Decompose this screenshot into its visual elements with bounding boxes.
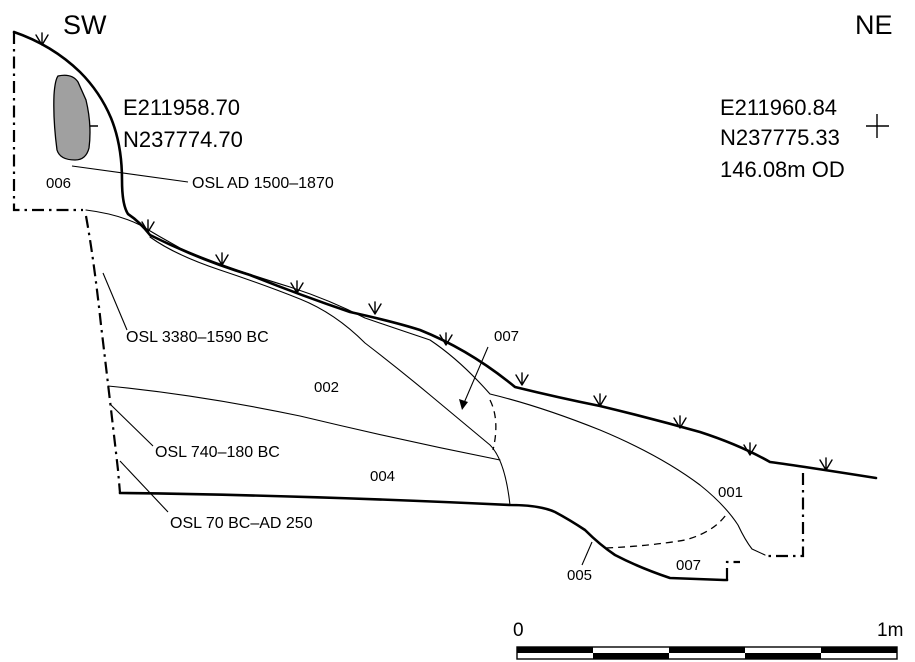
- left-northing: N237774.70: [123, 127, 243, 152]
- cut-base: [118, 491, 729, 582]
- context-007-upper-label: 007: [494, 328, 519, 345]
- turf-icon: [215, 252, 229, 266]
- turf-icon: [743, 442, 757, 456]
- context-007-arrow-icon: [459, 346, 489, 410]
- context-005-label: 005: [567, 567, 592, 584]
- layer-007-cut-left: [489, 399, 497, 451]
- turf-icon: [593, 393, 607, 407]
- context-006-label: 006: [46, 175, 71, 192]
- section-limit-upper: [12, 32, 83, 212]
- context-001-label: 001: [718, 484, 743, 501]
- osl-4-leader: [119, 460, 169, 513]
- context-007-lower-label: 007: [676, 557, 701, 574]
- section-limit-right: [767, 473, 805, 558]
- turf-icon: [515, 372, 529, 386]
- osl-sample-1-label: OSL AD 1500–1870: [192, 175, 334, 192]
- turf-icon: [290, 280, 304, 294]
- osl-sample-2-label: OSL 3380–1590 BC: [126, 329, 269, 346]
- right-level: 146.08m OD: [720, 157, 845, 182]
- osl-sample-3-label: OSL 740–180 BC: [155, 444, 280, 461]
- layer-002-base: [107, 385, 501, 461]
- section-limit-step: [725, 560, 740, 580]
- osl-3-leader: [110, 404, 154, 447]
- osl-2-leader: [102, 272, 128, 331]
- context-005-leader: [581, 541, 593, 566]
- layer-006-base: [85, 209, 766, 556]
- turf-symbols: [35, 32, 833, 471]
- context-004-label: 004: [370, 468, 395, 485]
- turf-icon: [819, 457, 833, 471]
- turf-icon: [673, 415, 687, 429]
- left-easting: E211958.70: [123, 95, 240, 120]
- layer-007-cut-base: [605, 511, 729, 549]
- layer-002-inner: [149, 236, 511, 506]
- orientation-ne-label: NE: [855, 10, 893, 40]
- turf-icon: [368, 301, 382, 315]
- right-northing: N237775.33: [720, 125, 840, 150]
- turf-icon: [141, 219, 155, 233]
- right-easting: E211960.84: [720, 95, 837, 120]
- scale-start-label: 0: [513, 620, 524, 641]
- scale-bar: [516, 646, 898, 660]
- section-limit-left: [84, 215, 122, 494]
- osl-1-leader: [71, 165, 189, 183]
- stone-shape: [53, 74, 91, 161]
- osl-sample-4-label: OSL 70 BC–AD 250: [170, 515, 313, 532]
- context-002-label: 002: [314, 379, 339, 396]
- turf-icon: [35, 32, 49, 46]
- right-survey-cross-icon: [866, 114, 889, 138]
- orientation-sw-label: SW: [63, 10, 107, 40]
- turf-icon: [439, 332, 453, 346]
- scale-end-label: 1m: [877, 620, 903, 641]
- ground-surface: [12, 30, 878, 480]
